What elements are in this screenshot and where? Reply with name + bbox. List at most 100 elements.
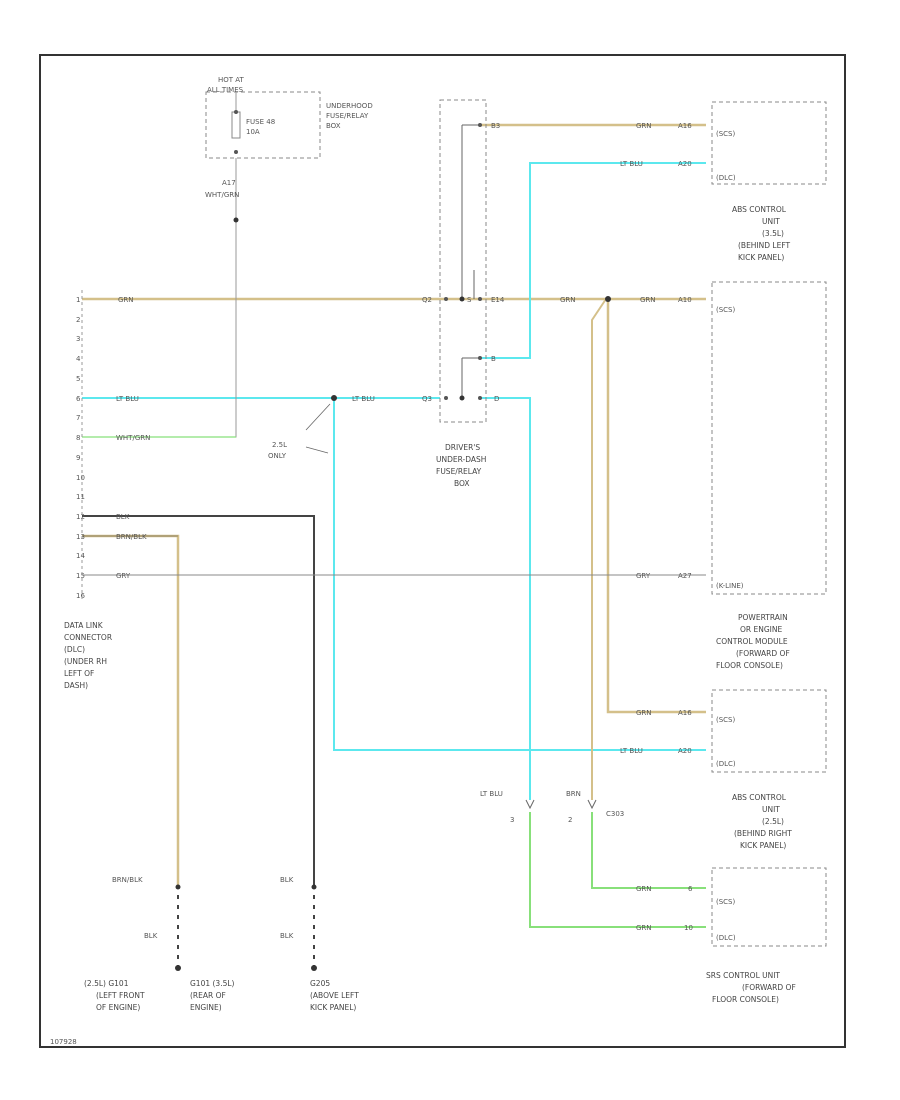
abs-left-pin-grn: A16 <box>678 122 692 130</box>
abs-left-label-3: (3.5L) <box>762 229 784 238</box>
abs-left-label-2: UNIT <box>762 217 780 226</box>
pcm-label-2: OR ENGINE <box>740 625 782 634</box>
dlc-wire-ltblu: LT BLU <box>116 395 139 403</box>
dlc-pin-6: 6 <box>76 395 81 403</box>
c303-wire-blu: LT BLU <box>480 790 503 798</box>
ground-3-label-2: (ABOVE LEFT <box>310 991 359 1000</box>
dlc-label-1: DATA LINK <box>64 621 104 630</box>
abs-left-pin-blu: A20 <box>678 160 692 168</box>
srs-term-dlc: (DLC) <box>716 934 736 942</box>
dlc-pin-8: 8 <box>76 434 80 442</box>
abs-left-wire-grn: GRN <box>636 122 652 130</box>
fuse-48-symbol <box>231 111 241 139</box>
srs-wire-1: GRN <box>636 885 652 893</box>
splice-wire-ltblu: LT BLU <box>352 395 375 403</box>
abs-right-pin-blu: A20 <box>678 747 692 755</box>
splice-grn <box>605 296 611 302</box>
srs-pin-2: 10 <box>684 924 693 932</box>
abs-right-label-4: (BEHIND RIGHT <box>734 829 792 838</box>
fuse-node-bottom <box>234 150 238 154</box>
underhood-box-line3: BOX <box>326 122 341 130</box>
diagram-id: 107928 <box>50 1038 77 1046</box>
dlc-pin-7: 7 <box>76 414 80 422</box>
splice-ltblu <box>331 395 337 401</box>
dlc-label-2: CONNECTOR <box>64 633 112 642</box>
abs-right-label-3: (2.5L) <box>762 817 784 826</box>
wire-ltblu-abs-right <box>333 398 706 751</box>
dlc-wire-brnblk: BRN/BLK <box>116 533 147 541</box>
splice-label-1: 2.5L <box>272 441 287 449</box>
abs-right-term-dlc: (DLC) <box>716 760 736 768</box>
underhood-box-line2: FUSE/RELAY <box>326 112 369 120</box>
diagram-frame <box>39 54 846 1048</box>
dlc-pin-1: 1 <box>76 296 80 304</box>
ground-1-node <box>175 884 181 890</box>
drivers-pin-b: B <box>491 355 496 363</box>
drivers-pin-q2: Q2 <box>422 296 432 304</box>
srs-term-scs: (SCS) <box>716 898 736 906</box>
dlc-pin-4: 4 <box>76 355 81 363</box>
wire-whtgrn <box>82 158 237 438</box>
dlc-pin-15: 15 <box>76 572 85 580</box>
fuse-rating: 10A <box>246 128 260 136</box>
dlc-label-6: DASH) <box>64 681 88 690</box>
pcm-wire-gry: GRY <box>636 572 651 580</box>
pcm-term-scs: (SCS) <box>716 306 736 314</box>
abs-left-term-dlc: (DLC) <box>716 174 736 182</box>
drivers-node-7 <box>478 356 482 360</box>
dlc-pin-16: 16 <box>76 592 85 600</box>
srs-pin-1: 6 <box>688 885 693 893</box>
splice-leader-2 <box>305 446 329 454</box>
abs-right-box <box>711 689 827 773</box>
abs-right-term-scs: (SCS) <box>716 716 736 724</box>
abs-right-label-1: ABS CONTROL <box>732 793 787 802</box>
fuse-wire-color: WHT/GRN <box>205 191 239 199</box>
dlc-pin-10: 10 <box>76 474 85 482</box>
ground-1-wire-mid: BLK <box>144 932 158 940</box>
wire-ltblu-abs-left <box>480 162 706 359</box>
drivers-fuse-relay-box <box>439 99 487 423</box>
wire-brn-c303 <box>591 298 607 800</box>
ground-3-wire-mid: BLK <box>280 932 294 940</box>
dlc-label-4: (UNDER RH <box>64 657 107 666</box>
fuse-hot-line1: HOT AT <box>218 76 245 84</box>
dlc-label-5: LEFT OF <box>64 669 94 678</box>
drivers-box-label-1: DRIVER'S <box>445 443 480 452</box>
abs-right-wire-grn: GRN <box>636 709 652 717</box>
srs-label-1: SRS CONTROL UNIT <box>706 971 780 980</box>
ground-3-wire-top: BLK <box>280 876 294 884</box>
drivers-node-5 <box>478 123 482 127</box>
c303-num-2: 2 <box>568 816 572 824</box>
dlc-wire-whtgrn: WHT/GRN <box>116 434 150 442</box>
ground-3-label-1: G205 <box>310 979 330 988</box>
ground-1-label-1: (2.5L) G101 <box>84 979 129 988</box>
ground-1-label-2: (LEFT FRONT <box>96 991 145 1000</box>
srs-label-2: (FORWARD OF <box>742 983 796 992</box>
c303-terminal-brn <box>587 799 597 810</box>
drivers-pin-b3: B3 <box>491 122 500 130</box>
wire-label-grn-pcm: GRN <box>640 296 656 304</box>
pcm-pin-grn: A10 <box>678 296 692 304</box>
pcm-label-3: CONTROL MODULE <box>716 637 788 646</box>
wire-green-srs-6 <box>591 812 706 889</box>
drivers-pin-d: D <box>494 395 499 403</box>
dlc-pins: 1 2 3 4 5 6 7 8 9 10 11 12 13 14 15 16 <box>76 296 85 600</box>
srs-label-3: FLOOR CONSOLE) <box>712 995 779 1004</box>
abs-right-label-5: KICK PANEL) <box>740 841 786 850</box>
splice-leader-1 <box>305 403 331 431</box>
drivers-node-2 <box>444 297 448 301</box>
dlc-pin-2: 2 <box>76 316 80 324</box>
wire-grn-abs-right <box>606 299 706 714</box>
wire-green-srs-10 <box>529 812 706 928</box>
drivers-box-label-2: UNDER-DASH <box>436 455 486 464</box>
dlc-wire-grn: GRN <box>118 296 134 304</box>
drivers-node-6 <box>478 297 482 301</box>
wire-blk <box>82 515 315 885</box>
fuse-hot-line2: ALL TIMES <box>207 86 244 94</box>
underhood-box-line1: UNDERHOOD <box>326 102 373 110</box>
abs-left-label-1: ABS CONTROL <box>732 205 787 214</box>
drivers-node-8 <box>478 396 482 400</box>
pcm-label-5: FLOOR CONSOLE) <box>716 661 783 670</box>
dlc-pin-9: 9 <box>76 454 80 462</box>
